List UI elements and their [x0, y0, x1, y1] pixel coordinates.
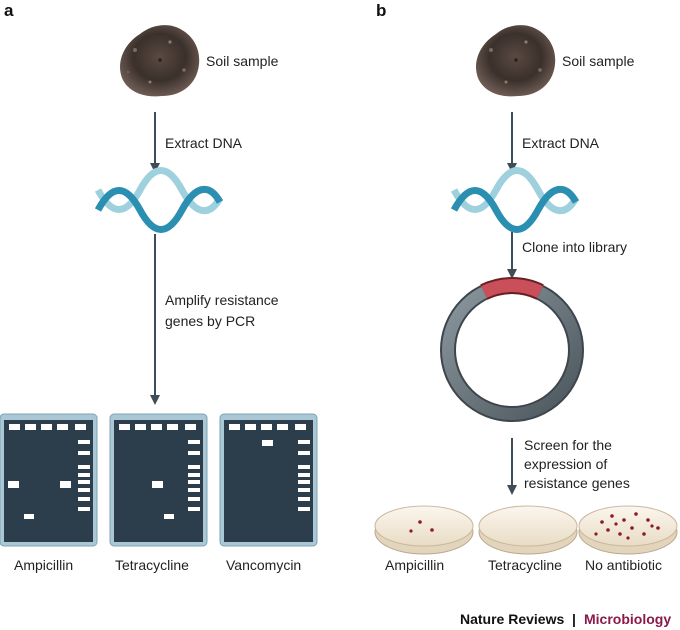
screen-label-line2: expression of	[524, 456, 607, 472]
soil-sample-label: Soil sample	[206, 53, 279, 69]
plate-no-antibiotic	[578, 505, 678, 555]
panel-b-letter: b	[376, 1, 386, 20]
credit-separator: |	[572, 611, 576, 627]
extract-dna-label: Extract DNA	[165, 135, 243, 151]
plasmid-icon	[440, 277, 584, 422]
soil-sample-label-b: Soil sample	[562, 53, 635, 69]
plate-ampicillin	[374, 505, 474, 555]
gel-tetracycline	[109, 413, 208, 547]
gel-ampicillin	[0, 413, 98, 547]
amplify-label-line2: genes by PCR	[165, 313, 255, 329]
soil-sample-icon-b	[476, 25, 556, 97]
extract-dna-label-b: Extract DNA	[522, 135, 600, 151]
screen-label-line1: Screen for the	[524, 437, 612, 453]
credit-journal: Nature Reviews	[460, 611, 564, 627]
panel-a-letter: a	[4, 1, 14, 20]
dna-helix-icon	[94, 167, 224, 233]
plate-tetracycline	[478, 505, 578, 555]
gel-label-vancomycin: Vancomycin	[226, 557, 301, 573]
credit-subject: Microbiology	[584, 611, 671, 627]
soil-sample-icon	[120, 25, 200, 97]
dna-helix-icon-b	[450, 167, 580, 233]
amplify-label-line1: Amplify resistance	[165, 292, 279, 308]
gel-label-tetracycline: Tetracycline	[115, 557, 189, 573]
clone-label: Clone into library	[522, 239, 627, 255]
plate-label-no-antibiotic: No antibiotic	[585, 557, 662, 573]
screen-label-line3: resistance genes	[524, 475, 630, 491]
gel-label-ampicillin: Ampicillin	[14, 557, 73, 573]
plate-label-tetracycline: Tetracycline	[488, 557, 562, 573]
plate-label-ampicillin: Ampicillin	[385, 557, 444, 573]
gel-vancomycin	[219, 413, 318, 547]
